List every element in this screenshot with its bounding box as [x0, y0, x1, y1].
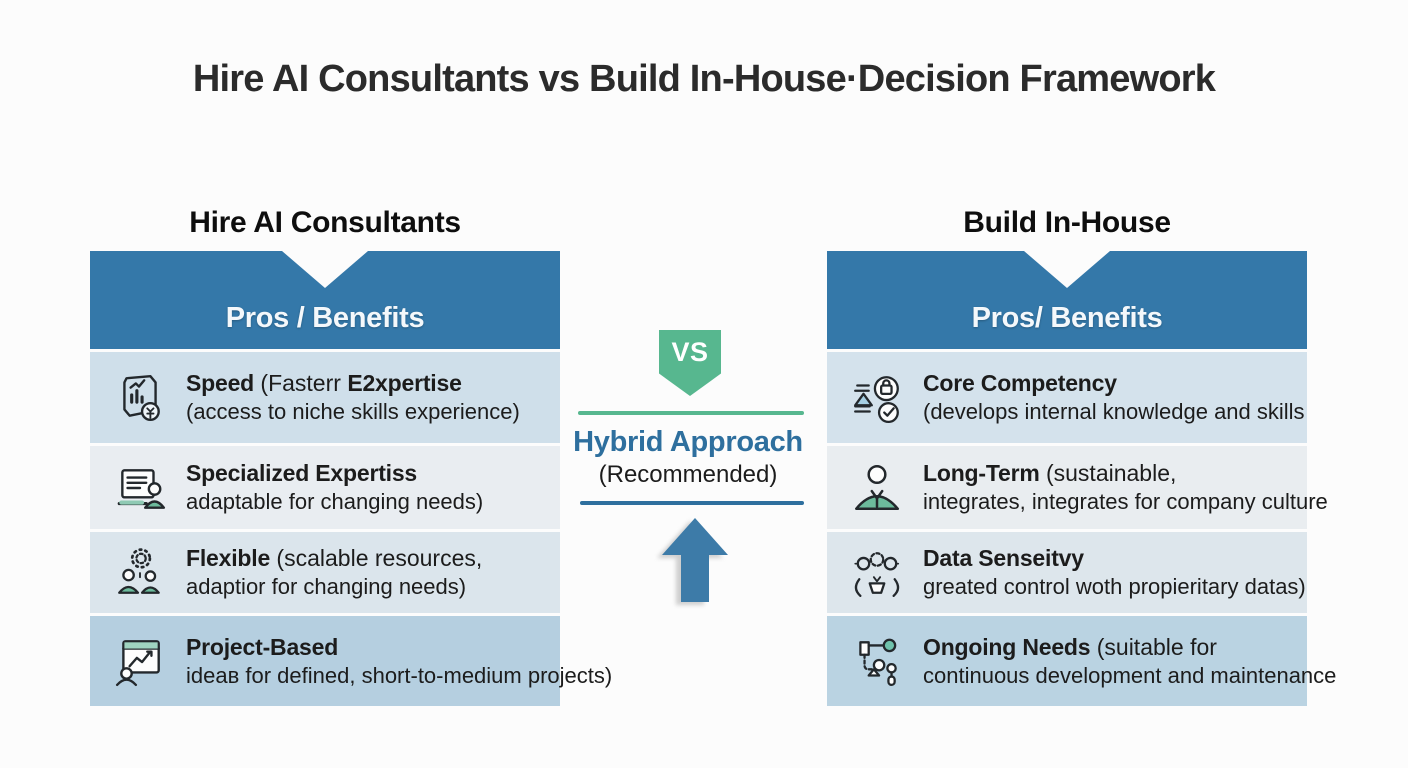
team-gear-icon [112, 545, 168, 601]
benefit-text: Project-Based ideaв for defined, short-t… [186, 633, 612, 690]
benefit-row-core-competency: Core Competency (develops internal knowl… [827, 352, 1307, 443]
benefit-title: Ongoing Needs (suitable for [923, 633, 1336, 662]
vs-badge: VS [659, 330, 721, 396]
benefit-description: integrates, integrates for company cultu… [923, 489, 1328, 515]
vs-label: VS [671, 337, 709, 367]
benefit-title: Specialized Expertiss [186, 459, 483, 488]
benefit-title: Project-Based [186, 633, 612, 662]
up-arrow-icon [662, 518, 728, 607]
invoice-chart-icon [112, 370, 168, 426]
benefit-row-ongoing-needs: Ongoing Needs (suitable for continuous d… [827, 616, 1336, 706]
benefit-text: Flexible (scalable resources, adaptior f… [186, 544, 482, 601]
benefit-title: Flexible (scalable resources, [186, 544, 482, 573]
benefit-row-specialized-expertise: Specialized Expertiss adaptable for chan… [90, 446, 560, 529]
benefit-row-flexible: Flexible (scalable resources, adaptior f… [90, 532, 560, 613]
benefit-title: Core Competency [923, 369, 1305, 398]
benefit-title: Speed (Fasterr E2xpertise [186, 369, 520, 398]
left-pros-header: Pros / Benefits [90, 251, 560, 349]
benefit-description: adaptior for changing needs) [186, 574, 467, 600]
benefit-description: continuous development and maintenance [923, 662, 1337, 688]
benefit-description: adaptable for changing needs) [186, 489, 484, 515]
notch-triangle [282, 251, 368, 288]
benefit-title-bold: Specialized Expertiss [186, 460, 418, 487]
benefit-title-bold: Project-Based [186, 633, 339, 660]
benefit-description: greated control woth propieritary datas) [923, 574, 1306, 600]
person-icon [849, 460, 905, 516]
benefit-title-regular: (scalable resources, [270, 545, 483, 572]
notch-triangle [1024, 251, 1110, 288]
benefit-row-speed: Speed (Fasterr E2xpertise (access to nic… [90, 352, 560, 443]
benefit-text: Specialized Expertiss adaptable for chan… [186, 459, 483, 516]
benefit-text: Speed (Fasterr E2xpertise (access to nic… [186, 369, 520, 426]
benefit-text: Core Competency (develops internal knowl… [923, 369, 1305, 426]
benefit-title-bold: Speed [186, 370, 255, 397]
benefit-title: Long-Term (sustainable, [923, 459, 1328, 488]
benefit-row-data-sensitivity: Data Senseitvy greated control woth prop… [827, 532, 1307, 613]
right-column-heading: Build In-House [963, 206, 1171, 239]
benefit-title-bold: Ongoing Needs [923, 633, 1091, 660]
hybrid-approach-title: Hybrid Approach [573, 426, 803, 458]
benefit-title-bold: Core Competency [923, 370, 1117, 397]
benefit-description: (access to niche skills experience) [186, 399, 520, 425]
badge-check-icon [849, 370, 905, 426]
benefit-title-bold: Flexible [186, 545, 271, 572]
project-window-icon [112, 633, 168, 689]
benefit-text: Long-Term (sustainable, integrates, inte… [923, 459, 1328, 516]
benefit-title: Data Senseitvy [923, 544, 1306, 573]
benefit-text: Ongoing Needs (suitable for continuous d… [923, 633, 1336, 690]
page-title: Hire AI Consultants vs Build In-House·De… [192, 58, 1216, 100]
training-laptop-icon [112, 460, 168, 516]
benefit-description: ideaв for defined, short-to-medium proje… [186, 662, 613, 688]
benefit-title-bold: Long-Term [923, 460, 1040, 487]
hybrid-approach-subtitle: (Recommended) [598, 461, 778, 488]
benefit-description: (develops internal knowledge and skills [923, 399, 1305, 425]
left-column-heading: Hire AI Consultants [189, 206, 461, 239]
benefit-title-regular: (sustainable, [1039, 460, 1177, 487]
benefit-row-long-term: Long-Term (sustainable, integrates, inte… [827, 446, 1328, 529]
right-pros-header: Pros/ Benefits [827, 251, 1307, 349]
teal-divider-line [578, 411, 804, 415]
benefit-title-regular: (Fasterr [254, 370, 348, 397]
right-pros-header-label: Pros/ Benefits [971, 302, 1163, 334]
left-pros-header-label: Pros / Benefits [225, 302, 425, 334]
benefit-title-bold2: E2xpertise [347, 370, 462, 397]
blue-divider-line [580, 501, 804, 505]
benefit-row-project-based: Project-Based ideaв for defined, short-t… [90, 616, 612, 706]
benefit-title-regular: (suitable for [1090, 633, 1217, 660]
workflow-icon [849, 633, 905, 689]
people-gear-icon [849, 545, 905, 601]
benefit-title-bold: Data Senseitvy [923, 545, 1084, 572]
benefit-text: Data Senseitvy greated control woth prop… [923, 544, 1306, 601]
